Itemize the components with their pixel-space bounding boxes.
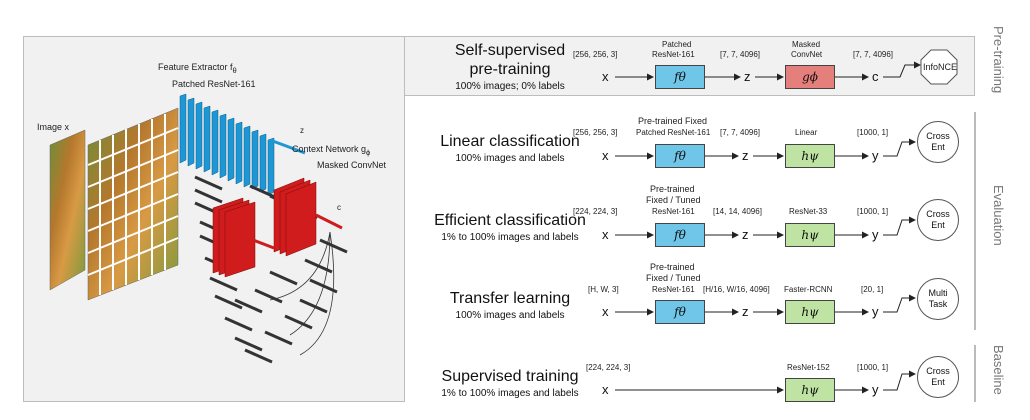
transfer-f-theta-box: fθ: [655, 300, 705, 324]
linear-y: y: [872, 148, 879, 163]
efficient-f-theta-box: fθ: [655, 223, 705, 247]
supervised-title: Supervised training: [441, 368, 579, 385]
context-network-label: Context Network gϕ: [292, 144, 371, 157]
supervised-y: y: [872, 382, 879, 397]
linear-f-theta-box: fθ: [655, 144, 705, 168]
efficient-y: y: [872, 227, 879, 242]
side-label-pretraining: Pre-training: [991, 26, 1006, 94]
infonce-label: InfoNCE: [923, 62, 958, 72]
side-label-evaluation: Evaluation: [991, 185, 1006, 246]
supervised-net2: ResNet-152: [787, 363, 830, 372]
efficient-title: Efficient classification: [434, 212, 586, 229]
linear-net1-line1: Pre-trained Fixed: [638, 116, 708, 126]
supervised-h-psi-box: hψ: [785, 378, 835, 402]
pretraining-title-line2: pre-training: [469, 61, 551, 78]
linear-mid-dim: [7, 7, 4096]: [720, 128, 761, 137]
efficient-x: x: [602, 227, 609, 242]
efficient-mid-dim: [14, 14, 4096]: [713, 207, 762, 216]
transfer-net1-line3: ResNet-161: [652, 285, 695, 294]
linear-z: z: [742, 148, 749, 163]
image-x-label: Image x: [37, 122, 70, 132]
efficient-in-dim: [224, 224, 3]: [573, 207, 618, 216]
pretraining-g-phi-box: gϕ: [785, 65, 835, 89]
efficient-net1-line2: Fixed / Tuned: [646, 195, 701, 205]
pretraining-subtitle: 100% images; 0% labels: [455, 81, 565, 92]
pretraining-net1-bot: ResNet-161: [652, 50, 695, 59]
patched-image: [87, 107, 179, 301]
infonce-octagon: [920, 49, 958, 85]
transfer-z: z: [742, 304, 749, 319]
efficient-out-dim: [1000, 1]: [857, 207, 889, 216]
efficient-z: z: [742, 227, 749, 242]
linear-net2: Linear: [795, 128, 818, 137]
transfer-net2: Faster-RCNN: [784, 285, 833, 294]
efficient-subtitle: 1% to 100% images and labels: [441, 232, 579, 243]
efficient-net1-line1: Pre-trained: [650, 184, 695, 194]
context-network-stack: [212, 177, 317, 278]
efficient-net1-line3: ResNet-161: [652, 207, 695, 216]
transfer-mid-dim: [H/16, W/16, 4096]: [703, 285, 770, 294]
c-label: c: [337, 203, 341, 212]
linear-out-dim: [1000, 1]: [857, 128, 889, 137]
pretraining-z: z: [744, 69, 751, 84]
feature-extractor-label: Feature Extractor fθ: [158, 62, 237, 75]
pretraining-in-dim: [256, 256, 3]: [573, 50, 618, 59]
supervised-in-dim: [224, 224, 3]: [586, 363, 631, 372]
transfer-subtitle: 100% images and labels: [455, 310, 565, 321]
efficient-net2: ResNet-33: [789, 207, 828, 216]
transfer-net1-line1: Pre-trained: [650, 262, 695, 272]
feature-extractor-stack: [179, 93, 275, 196]
transfer-title: Transfer learning: [449, 290, 571, 307]
pretraining-c: c: [872, 69, 879, 84]
transfer-out-dim: [20, 1]: [861, 285, 884, 294]
pretraining-title-line1: Self-supervised: [454, 42, 566, 59]
supervised-x: x: [602, 382, 609, 397]
side-label-baseline: Baseline: [991, 345, 1006, 395]
linear-x: x: [602, 148, 609, 163]
patched-resnet-label: Patched ResNet-161: [172, 79, 256, 89]
transfer-y: y: [872, 304, 879, 319]
transfer-net1-line2: Fixed / Tuned: [646, 273, 701, 283]
pretraining-out-dim: [7, 7, 4096]: [853, 50, 894, 59]
transfer-h-psi-box: hψ: [785, 300, 835, 324]
pretraining-net2-top: Masked: [792, 40, 821, 49]
transfer-in-dim: [H, W, 3]: [588, 285, 619, 294]
linear-net1-line2: Patched ResNet-161: [636, 128, 711, 137]
supervised-out-dim: [1000, 1]: [857, 363, 889, 372]
transfer-x: x: [602, 304, 609, 319]
linear-h-psi-box: hψ: [785, 144, 835, 168]
input-image: [49, 129, 86, 291]
pretraining-mid-dim: [7, 7, 4096]: [720, 50, 761, 59]
supervised-subtitle: 1% to 100% images and labels: [441, 388, 579, 399]
z-label: z: [300, 126, 304, 135]
linear-subtitle: 100% images and labels: [455, 153, 565, 164]
pretraining-x: x: [602, 69, 609, 84]
linear-title: Linear classification: [440, 133, 580, 150]
masked-convnet-label: Masked ConvNet: [317, 160, 387, 170]
pretraining-f-theta-box: fθ: [655, 65, 705, 89]
pretraining-net1-top: Patched: [662, 40, 692, 49]
efficient-h-psi-box: hψ: [785, 223, 835, 247]
linear-in-dim: [256, 256, 3]: [573, 128, 618, 137]
pretraining-net2-bot: ConvNet: [791, 50, 823, 59]
